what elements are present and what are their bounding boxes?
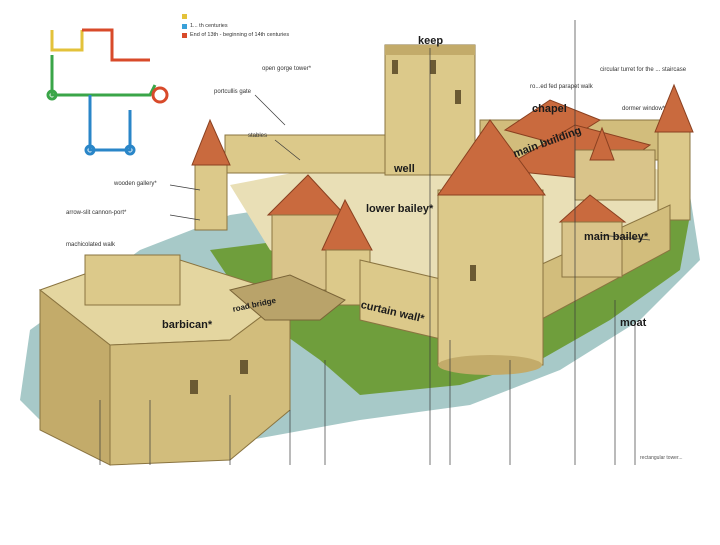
legend-swatch-2 <box>182 24 187 29</box>
label-lower-bailey: lower bailey* <box>366 204 433 216</box>
label-wooden-gallery: wooden gallery* <box>114 181 157 187</box>
right-tower <box>658 130 690 220</box>
legend-swatch-1 <box>182 14 187 19</box>
main-building <box>575 150 655 200</box>
left-tower <box>195 160 227 230</box>
label-stables: stables <box>248 133 267 139</box>
legend-row-2: 1... th centuries <box>182 23 228 29</box>
label-portcullis-gate: portcullis gate <box>214 89 251 95</box>
label-machicolation: machicolated walk <box>66 242 115 248</box>
label-keep: keep <box>418 36 443 48</box>
label-arrow-slit: arrow-slit cannon-port* <box>66 210 126 216</box>
label-main-bailey: main bailey* <box>584 232 648 244</box>
legend-swatch-3 <box>182 33 187 38</box>
label-circular-turret: circular turret for the ... staircase <box>600 67 686 73</box>
label-moat: moat <box>620 318 646 330</box>
rear-wall <box>225 135 395 173</box>
label-roof-beam: ro...ed fed parapet walk <box>530 84 593 90</box>
label-open-gorge-tower: open gorge tower* <box>262 66 311 72</box>
label-barbican: barbican* <box>162 320 212 332</box>
legend-row-3: End of 13th - beginning of 14th centurie… <box>182 32 289 38</box>
legend-text-3: End of 13th - beginning of 14th centurie… <box>190 32 289 38</box>
label-chapel: chapel <box>532 104 567 116</box>
label-rectangular-tower: rectangular tower... <box>640 456 683 461</box>
legend-row-1 <box>182 14 190 19</box>
label-well: well <box>394 164 415 176</box>
label-dormer-window: dormer window* <box>622 106 665 112</box>
plan-inset <box>48 30 167 154</box>
main-round-tower <box>438 190 543 365</box>
legend-text-2: 1... th centuries <box>190 23 228 29</box>
left-tower-roof <box>192 120 230 165</box>
barbican-tower <box>85 255 180 305</box>
